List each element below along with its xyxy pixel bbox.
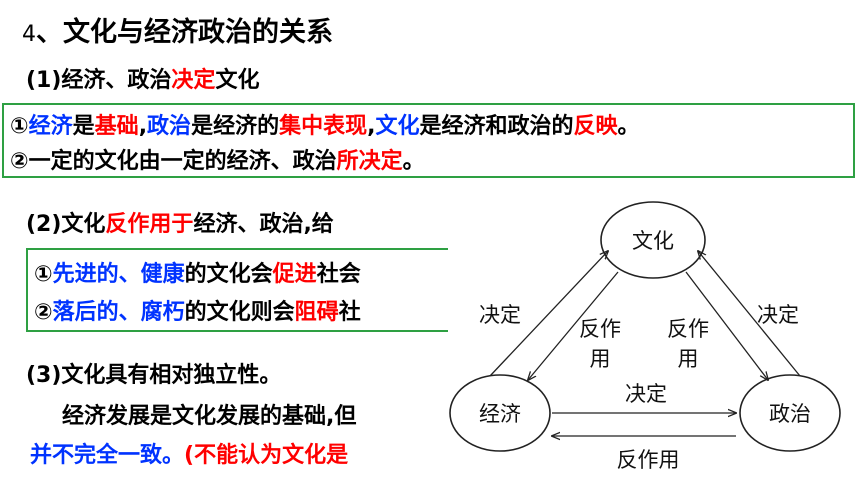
label-right-react-1: 反作 bbox=[667, 317, 709, 341]
text-run: 基础 bbox=[94, 114, 139, 139]
paragraph-line-2-blue: 并不完全一致。 bbox=[30, 443, 185, 468]
label-right-decide: 决定 bbox=[757, 303, 799, 327]
text-run: 阻碍 bbox=[294, 300, 339, 325]
summary-box-2: ①先进的、健康的文化会促进社会 ②落后的、腐朽的文化则会阻碍社 bbox=[26, 248, 466, 332]
text-run: 促进 bbox=[272, 262, 317, 287]
text-run: 反映 bbox=[573, 114, 618, 139]
text-run: 的文化会 bbox=[184, 262, 273, 287]
subheading-1-key: 决定 bbox=[171, 68, 216, 93]
summary-line-1: ①经济是基础,政治是经济的集中表现,文化是经济和政治的反映。 bbox=[10, 108, 640, 140]
text-run: 的文化则会 bbox=[184, 300, 295, 325]
subheading-2-post: 经济、政治,给 bbox=[193, 212, 334, 237]
arrow-politics-to-culture bbox=[698, 251, 801, 377]
label-left-decide: 决定 bbox=[479, 303, 521, 327]
text-run: ① bbox=[10, 114, 29, 139]
text-run: , bbox=[138, 114, 148, 139]
text-run: 所决定 bbox=[336, 149, 403, 174]
politics-node bbox=[739, 374, 841, 452]
text-run: 社 bbox=[338, 300, 361, 325]
relationship-diagram: 文化 经济 政治 决定 反作 用 反作 用 决定 决定 反作用 bbox=[448, 188, 860, 484]
summary-line-2: ②一定的文化由一定的经济、政治所决定。 bbox=[10, 143, 425, 175]
text-run: 。 bbox=[402, 149, 425, 174]
text-run: ② bbox=[34, 300, 53, 325]
subheading-1-pre: (1)经济、政治 bbox=[26, 68, 172, 93]
culture-node bbox=[600, 201, 706, 279]
label-right-react-2: 用 bbox=[678, 347, 699, 371]
economy-node-label: 经济 bbox=[479, 402, 521, 426]
summary-box-1: ①经济是基础,政治是经济的集中表现,文化是经济和政治的反映。 ②一定的文化由一定… bbox=[2, 103, 855, 178]
section-number: 4 bbox=[22, 22, 36, 47]
arrow-culture-to-politics bbox=[685, 271, 768, 380]
text-run: ① bbox=[34, 262, 53, 287]
label-left-react-1: 反作 bbox=[579, 317, 621, 341]
text-run: 社会 bbox=[316, 262, 361, 287]
economy-node bbox=[449, 374, 551, 452]
text-run: 是经济和政治的 bbox=[419, 114, 574, 139]
label-left-react-2: 用 bbox=[590, 347, 611, 371]
paragraph-line-2: 并不完全一致。(不能认为文化是 bbox=[30, 437, 348, 469]
subheading-3: (3)文化具有相对独立性。 bbox=[26, 363, 282, 388]
text-run: 集中表现 bbox=[279, 114, 368, 139]
label-bottom-react: 反作用 bbox=[617, 448, 680, 472]
text-run: 是 bbox=[72, 114, 95, 139]
arrow-economy-to-culture bbox=[489, 251, 608, 377]
label-bottom-decide: 决定 bbox=[625, 382, 667, 406]
subheading-2: (2)文化反作用于经济、政治,给 bbox=[26, 206, 334, 238]
effect-line-2: ②落后的、腐朽的文化则会阻碍社 bbox=[34, 294, 361, 326]
subheading-1-post: 文化 bbox=[215, 68, 260, 93]
text-run: ②一定的文化由一定的经济、政治 bbox=[10, 149, 337, 174]
subheading-1: (1)经济、政治决定文化 bbox=[26, 62, 259, 94]
culture-node-label: 文化 bbox=[632, 229, 674, 253]
section-title: 4、文化与经济政治的关系 bbox=[22, 10, 333, 49]
text-run: 。 bbox=[617, 114, 640, 139]
section-title-text: 、文化与经济政治的关系 bbox=[36, 17, 333, 48]
text-run: 经济 bbox=[28, 114, 73, 139]
paragraph-line-1: 经济发展是文化发展的基础,但 bbox=[62, 404, 357, 429]
text-run: 先进的、健康 bbox=[52, 262, 185, 287]
arrow-culture-to-economy bbox=[528, 271, 619, 380]
subheading-2-pre: (2)文化 bbox=[26, 212, 106, 237]
text-run: , bbox=[367, 114, 376, 139]
text-run: 文化 bbox=[375, 114, 420, 139]
text-run: 落后的、腐朽 bbox=[52, 300, 185, 325]
text-run: 是经济的 bbox=[191, 114, 280, 139]
effect-line-1: ①先进的、健康的文化会促进社会 bbox=[34, 256, 361, 288]
text-run: 政治 bbox=[147, 114, 192, 139]
politics-node-label: 政治 bbox=[769, 402, 811, 426]
subheading-2-key: 反作用于 bbox=[105, 212, 194, 237]
paragraph-line-2-red: (不能认为文化是 bbox=[184, 443, 349, 468]
